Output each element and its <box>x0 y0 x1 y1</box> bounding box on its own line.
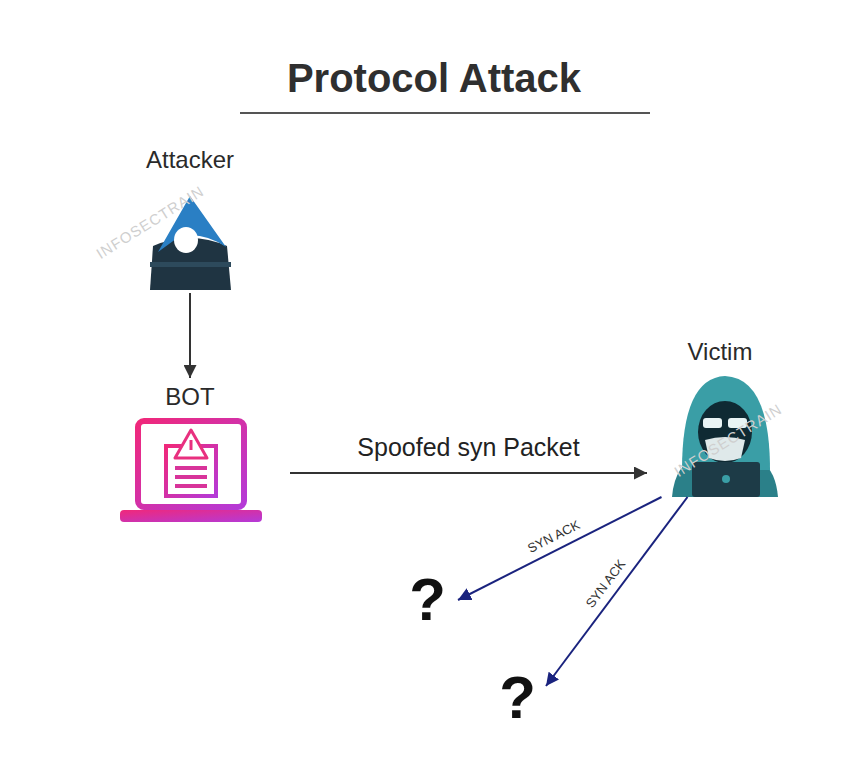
document-line <box>175 466 207 470</box>
edge-label: Spoofed syn Packet <box>355 434 581 462</box>
warning-mark <box>190 440 193 450</box>
spoofed-syn-arrow <box>290 472 647 474</box>
attacker-stripe <box>150 262 231 267</box>
warning-triangle <box>175 430 207 458</box>
document-line <box>175 475 207 479</box>
laptop-screen <box>138 421 244 507</box>
victim-glasses <box>703 418 722 428</box>
victim-laptop <box>692 462 760 497</box>
laptop-logo <box>722 475 730 483</box>
bot-node: BOT <box>110 382 270 528</box>
unknown-node: ? <box>405 570 450 630</box>
attacker-face <box>174 227 198 253</box>
document-line <box>175 484 207 488</box>
node-label: BOT <box>110 382 270 412</box>
node-label: Attacker <box>130 145 250 175</box>
node-label: Victim <box>655 337 785 367</box>
node-label: ? <box>405 570 450 630</box>
unknown-node: ? <box>495 668 540 728</box>
bot-laptop-icon <box>120 421 262 522</box>
laptop-base <box>120 510 262 522</box>
node-label: ? <box>495 668 540 728</box>
command-arrow <box>189 293 191 378</box>
syn-ack-arrow <box>458 497 662 600</box>
title-underline <box>240 112 650 114</box>
diagram-title: Protocol Attack <box>0 56 868 101</box>
